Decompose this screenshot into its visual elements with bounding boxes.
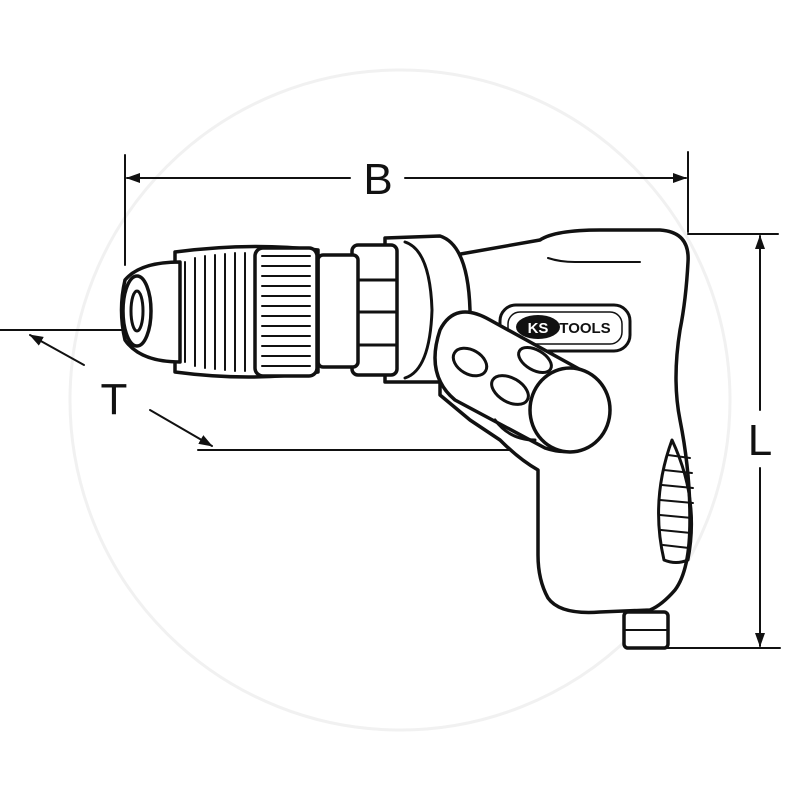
trigger-lever[interactable]: [433, 310, 612, 454]
logo-brand-ks: KS: [528, 320, 549, 337]
collar-ring: [403, 240, 434, 380]
dim-t-label: T: [101, 375, 128, 424]
grip-stripes: [659, 454, 694, 549]
dimension-l: L: [661, 233, 781, 649]
dimension-b: B: [124, 151, 689, 266]
dim-t-line-bottom: [149, 409, 213, 447]
dim-t-line-top: [29, 334, 85, 366]
chuck-knurl-right: [261, 255, 311, 367]
chuck-knurl-left: [184, 252, 246, 372]
grip-insert: [657, 438, 694, 564]
dim-b-label: B: [363, 155, 392, 204]
air-inlet: [622, 610, 670, 650]
watermark: [68, 68, 732, 732]
hex-nut: [316, 243, 399, 377]
grip-contour: [547, 257, 641, 263]
dimension-t: T: [0, 329, 523, 451]
dim-l-label: L: [748, 416, 772, 465]
logo-brand-tools: TOOLS: [559, 320, 610, 337]
chuck-nose: [119, 260, 182, 364]
chuck: [173, 244, 320, 379]
drill: KS TOOLS: [119, 228, 694, 650]
